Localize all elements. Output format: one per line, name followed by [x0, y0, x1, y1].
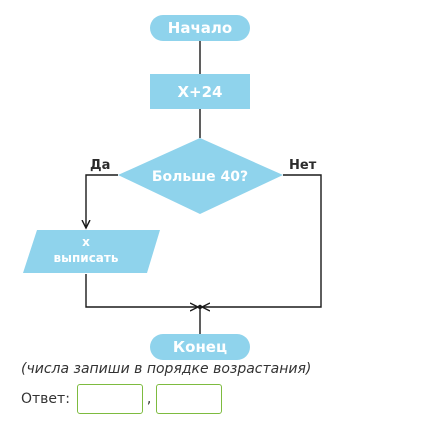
connector-yes-branch	[86, 174, 118, 228]
ordering-hint: (числа запиши в порядке возрастания)	[21, 361, 312, 377]
start-terminal-label: Начало	[168, 19, 232, 37]
end-terminal-label: Конец	[173, 338, 227, 356]
process-block	[150, 74, 250, 109]
answer-row: Ответ: ,	[21, 383, 223, 415]
merge-point	[197, 304, 203, 310]
answer-label: Ответ:	[21, 391, 70, 407]
connector-no-branch	[202, 174, 322, 307]
output-block	[23, 230, 160, 273]
start-terminal	[150, 15, 250, 41]
end-terminal	[150, 334, 250, 360]
no-branch-label: Нет	[289, 158, 317, 173]
process-block-label: X+24	[177, 83, 222, 101]
output-block-line1: x	[82, 235, 90, 249]
flowchart-diagram: Начало X+24 Больше 40? Да Нет x выписать…	[23, 15, 322, 360]
yes-branch-label: Да	[90, 158, 110, 173]
output-block-line2: выписать	[54, 251, 119, 265]
decision-diamond	[118, 138, 283, 214]
answer-separator: ,	[146, 391, 152, 407]
connector-output-to-merge	[85, 274, 198, 307]
answer-input-1[interactable]	[76, 384, 143, 414]
decision-label: Больше 40?	[152, 169, 248, 185]
answer-input-2[interactable]	[156, 384, 223, 414]
